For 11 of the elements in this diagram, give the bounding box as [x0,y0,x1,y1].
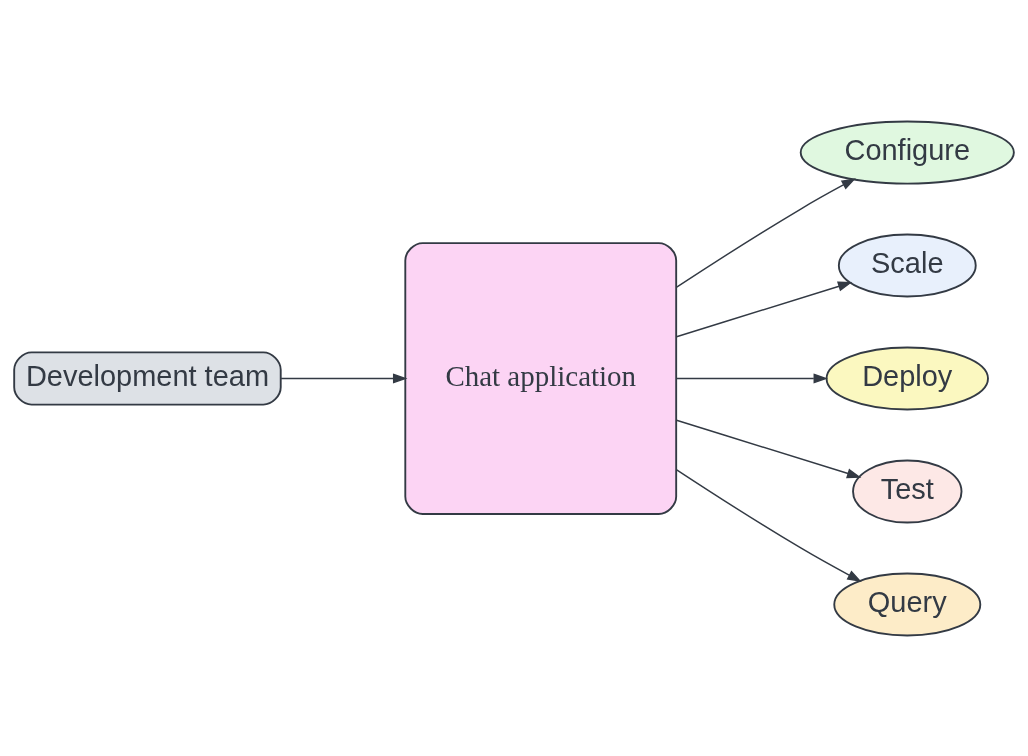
node-ellipse: Configure [799,120,1015,184]
arrow [675,419,862,478]
node-box: Development team [13,351,282,405]
node-box: Chat application [404,241,678,515]
node-ellipse: Test [852,459,963,523]
arrow [675,468,862,582]
node-ellipse: Deploy [825,346,989,410]
arrow [280,372,408,384]
arrow [675,281,853,337]
arrow [675,372,829,384]
arrow [675,177,856,288]
